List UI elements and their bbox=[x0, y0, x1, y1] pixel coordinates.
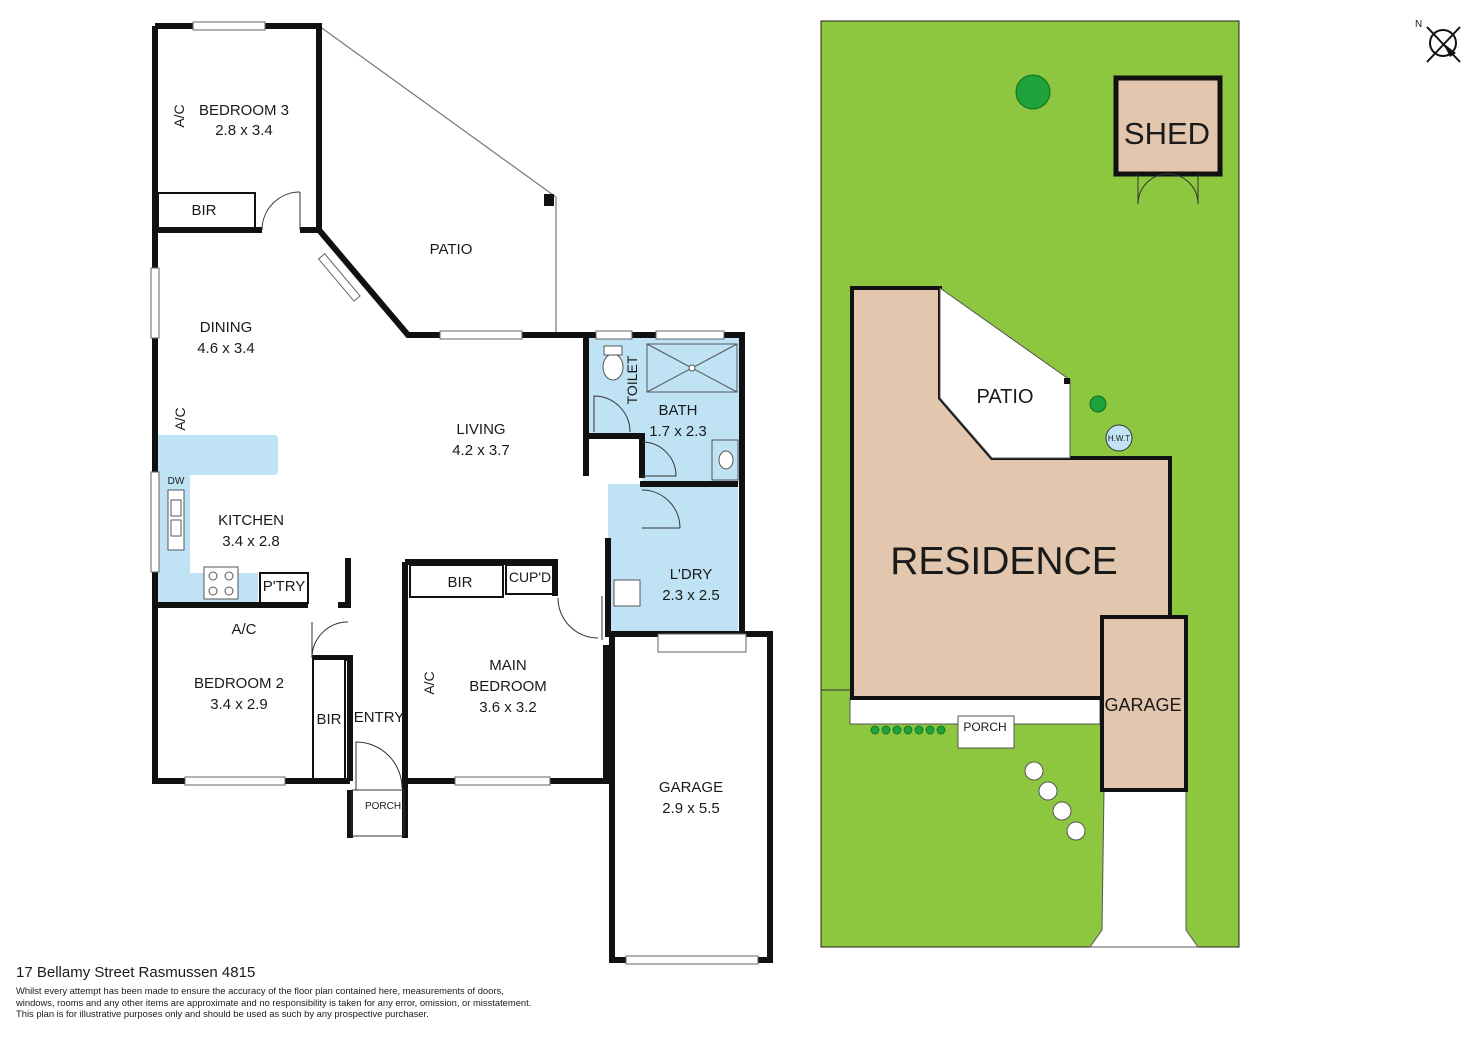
residence-label: RESIDENCE bbox=[890, 540, 1118, 583]
disclaimer-line: Whilst every attempt has been made to en… bbox=[16, 985, 504, 996]
bir-bedroom-3 bbox=[157, 192, 256, 229]
bir-label: BIR bbox=[191, 202, 216, 219]
ac-label: A/C bbox=[172, 407, 188, 430]
windows bbox=[150, 21, 759, 965]
site-porch-label: PORCH bbox=[963, 720, 1006, 734]
room-name: KITCHEN bbox=[218, 512, 284, 529]
site-garage-label: GARAGE bbox=[1104, 695, 1181, 715]
porch-label: PORCH bbox=[365, 801, 401, 812]
site-garage bbox=[1100, 615, 1188, 792]
room-name: LIVING bbox=[456, 421, 505, 438]
vanity bbox=[711, 439, 739, 481]
pantry bbox=[259, 572, 309, 604]
room-size: 3.4 x 2.8 bbox=[222, 533, 280, 550]
hedge bbox=[870, 725, 946, 735]
bir-label: BIR bbox=[447, 574, 472, 591]
cupboard-label: CUP'D bbox=[509, 569, 551, 585]
room-size: 2.9 x 5.5 bbox=[662, 800, 720, 817]
cupboard bbox=[505, 564, 554, 595]
room-name: DINING bbox=[200, 319, 253, 336]
site-plan: SHED RESIDENCE PATIO GARAGE PORCH H.W.T bbox=[820, 20, 1240, 948]
laundry-area bbox=[608, 484, 738, 634]
cooktop bbox=[203, 566, 239, 600]
room-name: GARAGE bbox=[659, 779, 723, 796]
disclaimer-line: This plan is for illustrative purposes o… bbox=[16, 1008, 429, 1020]
bir-main-bedroom bbox=[409, 564, 504, 598]
driveway bbox=[1089, 789, 1199, 948]
fixtures bbox=[167, 343, 739, 607]
room-name: BEDROOM bbox=[469, 678, 547, 695]
room-name: BEDROOM 2 bbox=[194, 675, 284, 692]
site-patio bbox=[939, 287, 1071, 459]
room-size: 4.2 x 3.7 bbox=[452, 442, 510, 459]
hot-water-tank-icon bbox=[1105, 424, 1133, 452]
room-name: BEDROOM 3 bbox=[199, 102, 289, 119]
room-size: 3.4 x 2.9 bbox=[210, 696, 268, 713]
doors bbox=[261, 191, 681, 837]
north-arrow-icon: N bbox=[1415, 19, 1461, 63]
ac-label: A/C bbox=[171, 104, 187, 127]
stepping-stones bbox=[1024, 761, 1086, 841]
kitchen-bench bbox=[158, 435, 278, 602]
ac-label: A/C bbox=[231, 621, 256, 638]
hwt-label: H.W.T bbox=[1108, 434, 1130, 443]
footer: 17 Bellamy Street Rasmussen 4815 Whilst … bbox=[16, 964, 656, 1020]
patio-label: PATIO bbox=[430, 241, 473, 258]
dishwasher-label: DW bbox=[168, 476, 185, 487]
room-size: 2.8 x 3.4 bbox=[215, 122, 273, 139]
porch bbox=[957, 715, 1015, 749]
floor-plan: BEDROOM 3 2.8 x 3.4 DINING 4.6 x 3.4 LIV… bbox=[150, 21, 773, 965]
north-label: N bbox=[1415, 19, 1422, 30]
property-address: 17 Bellamy Street Rasmussen 4815 bbox=[16, 964, 256, 981]
toilet-label: TOILET bbox=[624, 355, 640, 404]
entry-label: ENTRY bbox=[354, 709, 405, 726]
room-size: 3.6 x 3.2 bbox=[479, 699, 537, 716]
toilet-pan bbox=[602, 353, 624, 381]
patio-post bbox=[544, 194, 554, 206]
disclaimer: Whilst every attempt has been made to en… bbox=[16, 985, 656, 1020]
room-name: L'DRY bbox=[670, 566, 713, 583]
laundry-tub bbox=[613, 579, 641, 607]
room-size: 1.7 x 2.3 bbox=[649, 423, 707, 440]
tree-icon bbox=[1015, 74, 1051, 110]
pantry-label: P'TRY bbox=[263, 578, 306, 595]
shed-label: SHED bbox=[1124, 116, 1210, 151]
room-name: BATH bbox=[659, 402, 698, 419]
shrub-icon bbox=[1089, 395, 1107, 413]
patio-outline bbox=[318, 25, 557, 335]
bir-bedroom-2 bbox=[312, 658, 346, 780]
room-size: 4.6 x 3.4 bbox=[197, 340, 255, 357]
room-size: 2.3 x 2.5 bbox=[662, 587, 720, 604]
ac-label: A/C bbox=[421, 671, 437, 694]
site-patio-label: PATIO bbox=[976, 386, 1033, 408]
room-name: MAIN bbox=[489, 657, 527, 674]
bir-label: BIR bbox=[316, 711, 341, 728]
disclaimer-line: windows, rooms and any other items are a… bbox=[16, 996, 532, 1008]
